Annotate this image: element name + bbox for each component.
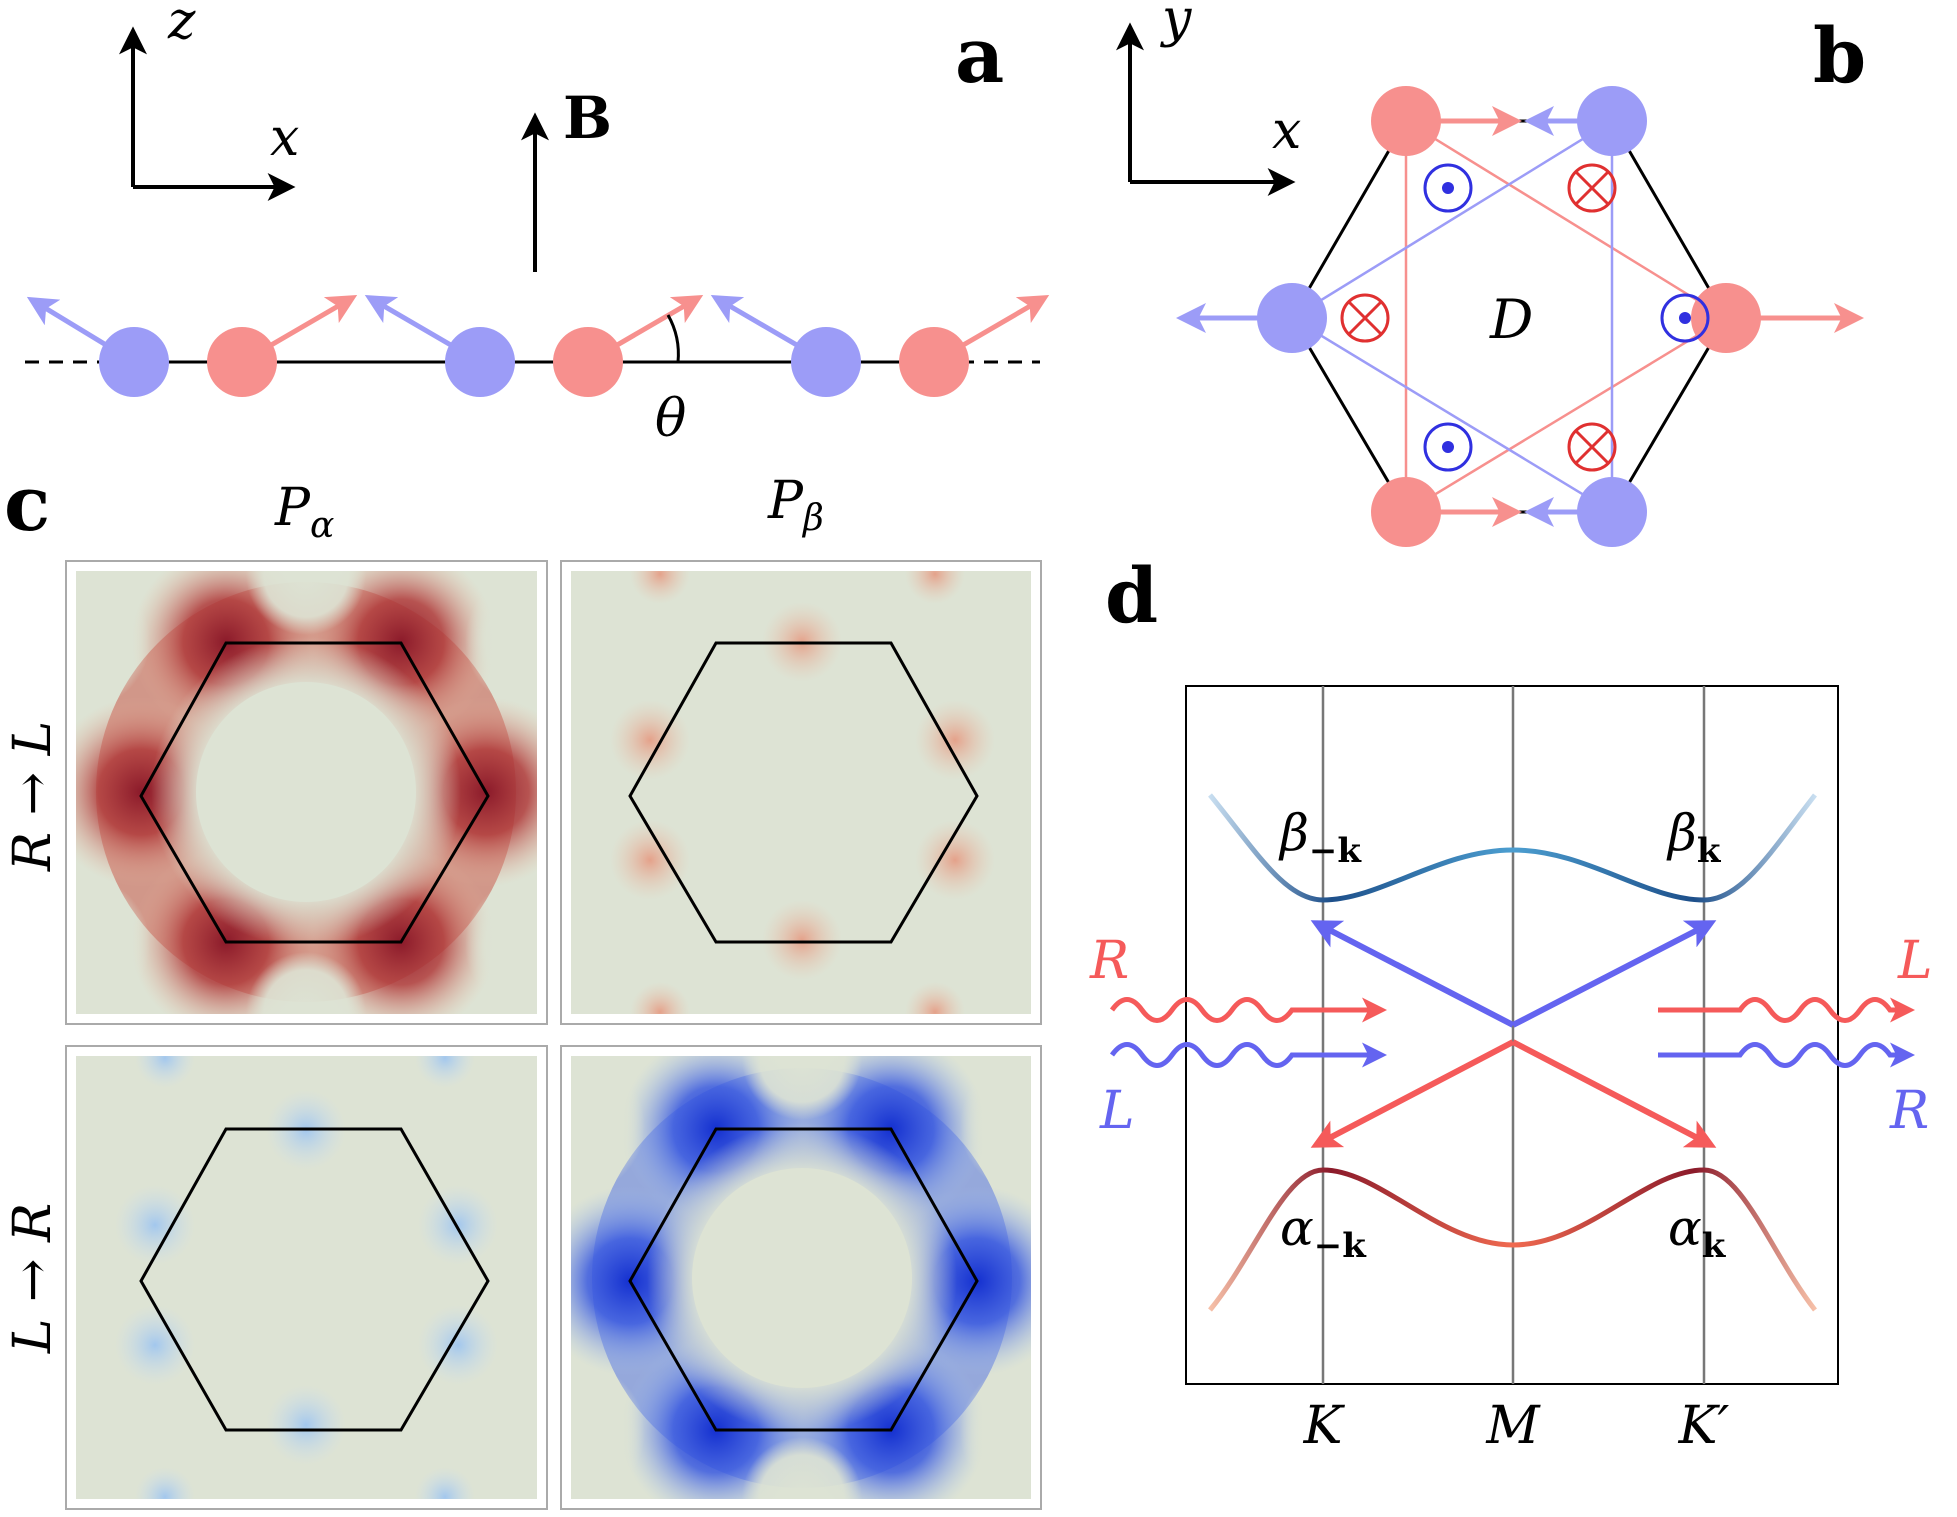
cross-symbol-into-plane [1567,422,1617,472]
dot-symbol-out-of-plane [1423,163,1473,213]
heatmap-p-beta-l-to-r [571,1056,1031,1499]
spin-site-red [1691,283,1761,353]
spin-site-red [553,327,623,397]
spin-site-blue [1577,86,1647,156]
panel-d: d β−k βk α−k αk R L L R K M K′ [1089,551,1933,1456]
beta-minus-k-label: β−k [1278,804,1362,871]
outgoing-wave-blue [1658,1042,1915,1068]
red-triangle [1404,118,1729,515]
col-label-p-alpha: Pα [274,478,334,546]
spin-site-red [207,327,277,397]
spin-site-blue [1577,477,1647,547]
x-axis-label: x [1272,101,1301,161]
spin-site-red [899,327,969,397]
brillouin-zone-hexagon [139,1127,490,1432]
alpha-k-label: αk [1668,1199,1727,1266]
outgoing-wave-red [1658,997,1915,1023]
angle-label: θ [655,389,686,449]
brillouin-zone-hexagon [628,641,979,944]
transition-arrow-blue [1310,920,1515,1028]
alpha-band [1208,1167,1817,1312]
blue-triangle [1289,118,1614,515]
beta-k-label: βk [1666,804,1722,871]
panel-a: a z x B θ [25,0,1050,449]
y-axis-label: y [1160,0,1192,49]
brillouin-zone-hexagon [628,1127,979,1432]
x-axis-label: x [270,108,299,168]
row-label-l-to-r: L → R [3,1203,63,1354]
panel-c-letter: c [4,459,50,548]
panel-b: b y x [1116,0,1866,547]
b-field-label: B [563,84,612,152]
panel-c: c Pα Pβ R → L L → R [3,459,1042,1510]
transition-arrow-red [1511,1039,1717,1148]
angle-arc [666,314,680,363]
panel-b-letter: b [1813,11,1866,100]
col-label-p-beta: Pβ [767,471,824,539]
cross-symbol-into-plane [1567,163,1617,213]
alpha-minus-k-label: α−k [1280,1199,1367,1266]
spin-site-red [1371,86,1441,156]
tick-label-m: M [1485,1396,1541,1456]
dot-symbol-out-of-plane [1660,293,1710,343]
panel-a-letter: a [955,11,1004,100]
row-label-r-to-l: R → L [3,721,63,872]
incoming-label-bottom: L [1099,1081,1135,1141]
incoming-wave-blue [1109,1042,1387,1068]
dmi-label: D [1489,288,1533,351]
z-axis-label: z [167,0,196,51]
panel-d-letter: d [1105,551,1158,640]
outgoing-label-top: L [1897,931,1933,991]
dot-symbol-out-of-plane [1423,422,1473,472]
tick-label-k-prime: K′ [1678,1396,1730,1456]
incoming-wave-red [1109,997,1387,1023]
cross-symbol-into-plane [1340,293,1390,343]
spin-site-blue [1257,283,1327,353]
spin-site-blue [791,327,861,397]
spin-site-red [1371,477,1441,547]
heatmap-p-alpha-r-to-l [76,571,537,1014]
transition-arrow-blue [1511,920,1717,1028]
spin-site-blue [99,327,169,397]
heatmap-p-beta-r-to-l [571,571,1031,1014]
spin-site-blue [445,327,515,397]
outgoing-label-bottom: R [1889,1081,1929,1141]
transition-arrow-red [1310,1039,1515,1148]
incoming-label-top: R [1089,931,1129,991]
tick-label-k: K [1303,1396,1346,1456]
brillouin-zone-hexagon [139,641,490,944]
beta-band [1208,793,1817,903]
